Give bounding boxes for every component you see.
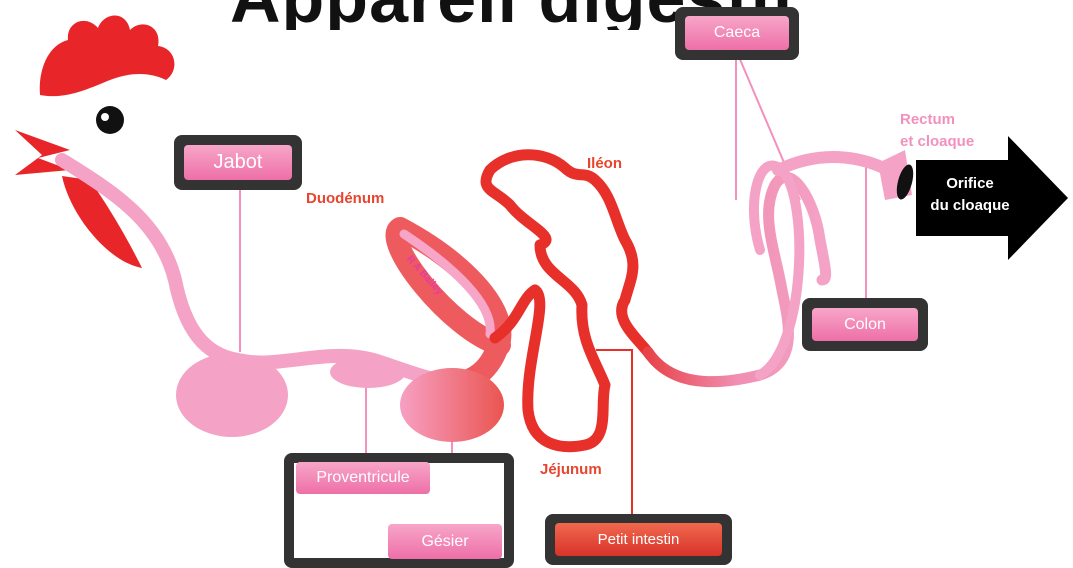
ileon-label: Iléon [587,155,622,172]
eye-shape [96,106,124,134]
crop-shape [176,353,288,437]
duodenum-label: Duodénum [306,190,384,207]
gizzard-shape [400,368,504,442]
rectum-label-line2: et cloaque [900,131,974,153]
orifice-label-line2: du cloaque [920,195,1020,217]
rectum-shape [778,157,892,172]
proventricule-label: Proventricule [296,462,430,494]
orifice-label-line1: Orifice [920,173,1020,195]
colon-label: Colon [812,308,918,341]
rectum-label-line1: Rectum [900,109,974,131]
small-intestine-shape [486,155,650,447]
caeca-label: Caeca [685,16,789,50]
jejunum-label: Jéjunum [540,461,602,478]
proventricule-shape [330,356,406,388]
petit-intestin-label: Petit intestin [555,523,722,556]
gesier-label: Gésier [388,524,502,559]
rectum-label: Rectum et cloaque [900,109,974,153]
beak-shape [15,130,70,175]
orifice-label: Orifice du cloaque [920,173,1020,217]
esophagus-shape [62,160,450,382]
jabot-label: Jabot [184,145,292,180]
comb-shape [40,16,175,97]
